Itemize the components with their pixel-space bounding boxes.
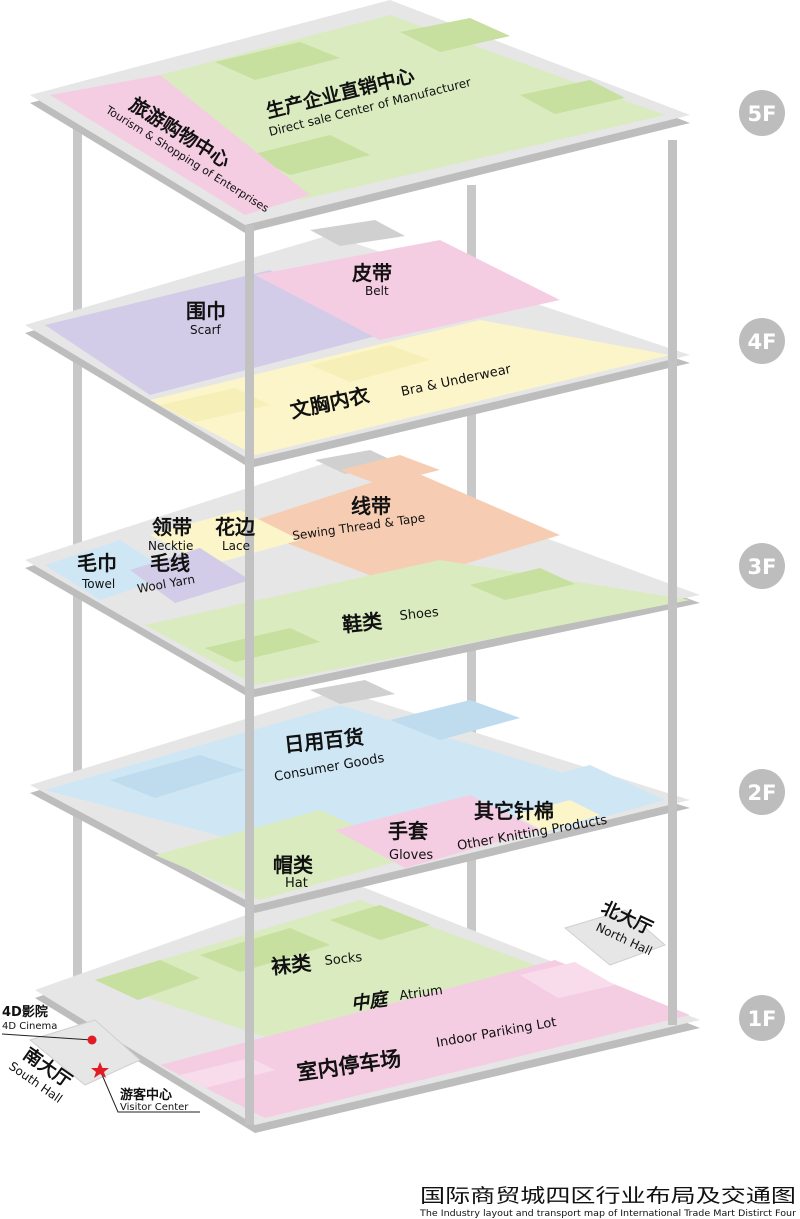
label-hat-cn: 帽类 xyxy=(273,853,313,877)
floor-badges: 5F 4F 3F 2F 1F xyxy=(739,90,785,1041)
label-atrium-en: Atrium xyxy=(398,983,443,1004)
footer-title-cn: 国际商贸城四区行业布局及交通图 xyxy=(420,1185,796,1207)
floor-1f[interactable] xyxy=(28,880,700,1133)
label-visitor-cn: 游客中心 xyxy=(120,1087,172,1103)
label-lace-cn: 花边 xyxy=(215,515,256,539)
svg-text:3F: 3F xyxy=(748,555,777,579)
label-socks-en: Socks xyxy=(324,950,363,969)
badge-1f[interactable]: 1F xyxy=(739,995,785,1041)
zone-scarf[interactable] xyxy=(45,270,380,395)
badge-4f[interactable]: 4F xyxy=(739,318,785,364)
label-necktie-en: Necktie xyxy=(148,539,193,553)
zone-towel[interactable] xyxy=(45,540,175,600)
svg-text:4F: 4F xyxy=(748,330,777,354)
zone-thread-tape[interactable] xyxy=(240,470,560,585)
label-visitor-en: Visitor Center xyxy=(120,1102,189,1113)
label-gloves-cn: 手套 xyxy=(388,819,428,843)
footer-title-en: The Industry layout and transport map of… xyxy=(419,1209,796,1219)
zone-socks[interactable] xyxy=(95,900,535,1040)
badge-2f[interactable]: 2F xyxy=(739,769,785,815)
zone-bra[interactable] xyxy=(150,320,670,455)
visitor-star-icon[interactable] xyxy=(91,1062,109,1078)
badge-3f[interactable]: 3F xyxy=(739,543,785,589)
svg-text:1F: 1F xyxy=(748,1007,777,1031)
label-thread-cn: 线带 xyxy=(351,494,391,518)
zone-tourism[interactable] xyxy=(50,75,310,215)
callouts: 4D影院 4D Cinema 游客中心 Visitor Center xyxy=(1,1004,200,1113)
label-necktie-cn: 领带 xyxy=(152,515,192,539)
pillar xyxy=(245,225,254,1125)
label-cinema-en: 4D Cinema xyxy=(2,1021,57,1032)
zone-shoes[interactable] xyxy=(145,560,690,685)
label-gloves-en: Gloves xyxy=(389,848,433,863)
label-cinema-cn: 4D影院 xyxy=(2,1004,48,1020)
label-shoes-en: Shoes xyxy=(399,605,440,624)
zone-gloves[interactable] xyxy=(335,795,540,868)
label-shoes-cn: 鞋类 xyxy=(341,609,383,637)
floor-2f[interactable] xyxy=(30,680,690,913)
label-scarf-en: Scarf xyxy=(190,323,222,337)
svg-text:5F: 5F xyxy=(748,102,777,126)
footer: 国际商贸城四区行业布局及交通图 The Industry layout and … xyxy=(419,1185,796,1219)
zone-parking[interactable] xyxy=(160,960,690,1118)
floor-4f[interactable] xyxy=(25,220,690,468)
floor-5f[interactable] xyxy=(30,0,690,233)
label-towel-cn: 毛巾 xyxy=(77,551,117,575)
label-socks-cn: 袜类 xyxy=(270,951,312,979)
label-wool-cn: 毛线 xyxy=(150,551,190,575)
label-scarf-cn: 围巾 xyxy=(186,299,226,323)
label-hat-en: Hat xyxy=(285,876,308,891)
zone-wool-yarn[interactable] xyxy=(130,548,250,603)
badge-5f[interactable]: 5F xyxy=(739,90,785,136)
label-knit-cn: 其它针棉 xyxy=(474,799,554,823)
svg-text:2F: 2F xyxy=(748,781,777,805)
label-belt-en: Belt xyxy=(365,284,389,298)
label-belt-cn: 皮带 xyxy=(352,261,392,285)
cinema-leader xyxy=(1,1033,93,1041)
visitor-leader xyxy=(99,1069,200,1113)
zone-belt[interactable] xyxy=(255,240,560,340)
pillars-front xyxy=(245,140,677,1125)
cinema-marker[interactable] xyxy=(87,1035,97,1045)
zone-necktie-lace[interactable] xyxy=(150,510,300,565)
pillar xyxy=(668,140,677,1025)
label-towel-en: Towel xyxy=(81,577,115,591)
label-lace-en: Lace xyxy=(222,539,250,553)
floor-3f[interactable] xyxy=(25,450,700,698)
